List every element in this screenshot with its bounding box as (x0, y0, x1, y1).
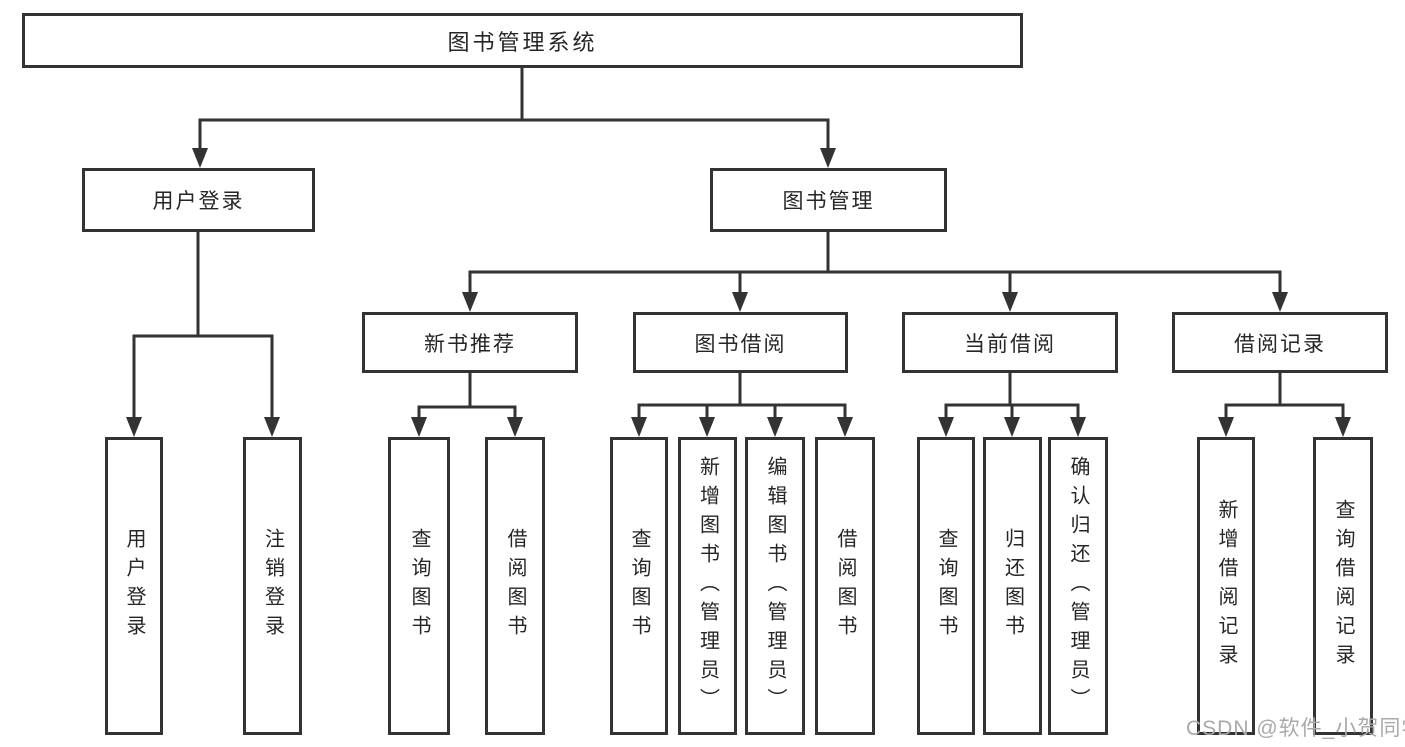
node-book-borrowing: 图书借阅 (633, 312, 848, 373)
leaf-return-books: 归还图书 (983, 437, 1042, 735)
connector (417, 373, 517, 421)
leaf-query-books-borrowing: 查询图书 (610, 437, 668, 735)
node-label: 归还图书 (1001, 528, 1024, 644)
leaf-query-books-current: 查询图书 (917, 437, 975, 735)
leaf-confirm-return-admin: 确认归还（管理员） (1048, 437, 1108, 735)
leaf-query-borrow-record: 查询借阅记录 (1313, 437, 1373, 735)
csdn-watermark: CSDN @软件_小贺同学 (1186, 717, 1405, 740)
node-user-login: 用户登录 (82, 168, 315, 232)
node-label: 新书推荐 (424, 332, 516, 356)
node-new-book-recommend: 新书推荐 (362, 312, 578, 373)
connector (198, 68, 830, 152)
node-label: 图书管理系统 (447, 29, 598, 55)
node-book-management: 图书管理 (710, 168, 947, 232)
connector (468, 232, 1282, 296)
node-label: 新增图书（管理员） (696, 455, 719, 717)
node-label: 查询借阅记录 (1332, 499, 1354, 673)
connector (132, 232, 274, 421)
connector (637, 373, 847, 421)
node-label: 编辑图书（管理员） (764, 455, 786, 717)
node-label: 用户登录 (123, 528, 145, 644)
leaf-edit-book-admin: 编辑图书（管理员） (745, 437, 805, 735)
leaf-logout: 注销登录 (243, 437, 302, 735)
leaf-query-books-recommend: 查询图书 (388, 437, 450, 735)
node-label: 新增借阅记录 (1215, 499, 1237, 673)
leaf-borrow-books: 借阅图书 (815, 437, 875, 735)
node-label: 查询图书 (408, 528, 430, 644)
leaf-user-login: 用户登录 (105, 437, 163, 735)
node-label: 查询图书 (935, 528, 957, 644)
node-label: 借阅图书 (504, 528, 526, 644)
node-label: 注销登录 (261, 528, 284, 644)
node-label: 图书管理 (782, 190, 875, 213)
node-borrowing-records: 借阅记录 (1172, 312, 1388, 373)
leaf-add-book-admin: 新增图书（管理员） (678, 437, 737, 735)
leaf-add-borrow-record: 新增借阅记录 (1197, 437, 1255, 735)
node-label: 确认归还（管理员） (1067, 455, 1089, 717)
connector (944, 373, 1080, 421)
node-label: 用户登录 (152, 190, 245, 213)
node-label: 查询图书 (628, 528, 650, 644)
node-label: 图书借阅 (694, 332, 787, 356)
node-library-system: 图书管理系统 (22, 13, 1023, 68)
leaf-borrow-books-recommend: 借阅图书 (485, 437, 545, 735)
node-label: 当前借阅 (964, 332, 1056, 356)
connector (1224, 373, 1345, 421)
node-label: 借阅图书 (834, 528, 856, 644)
node-label: 借阅记录 (1234, 332, 1326, 356)
node-current-borrowing: 当前借阅 (902, 312, 1118, 373)
